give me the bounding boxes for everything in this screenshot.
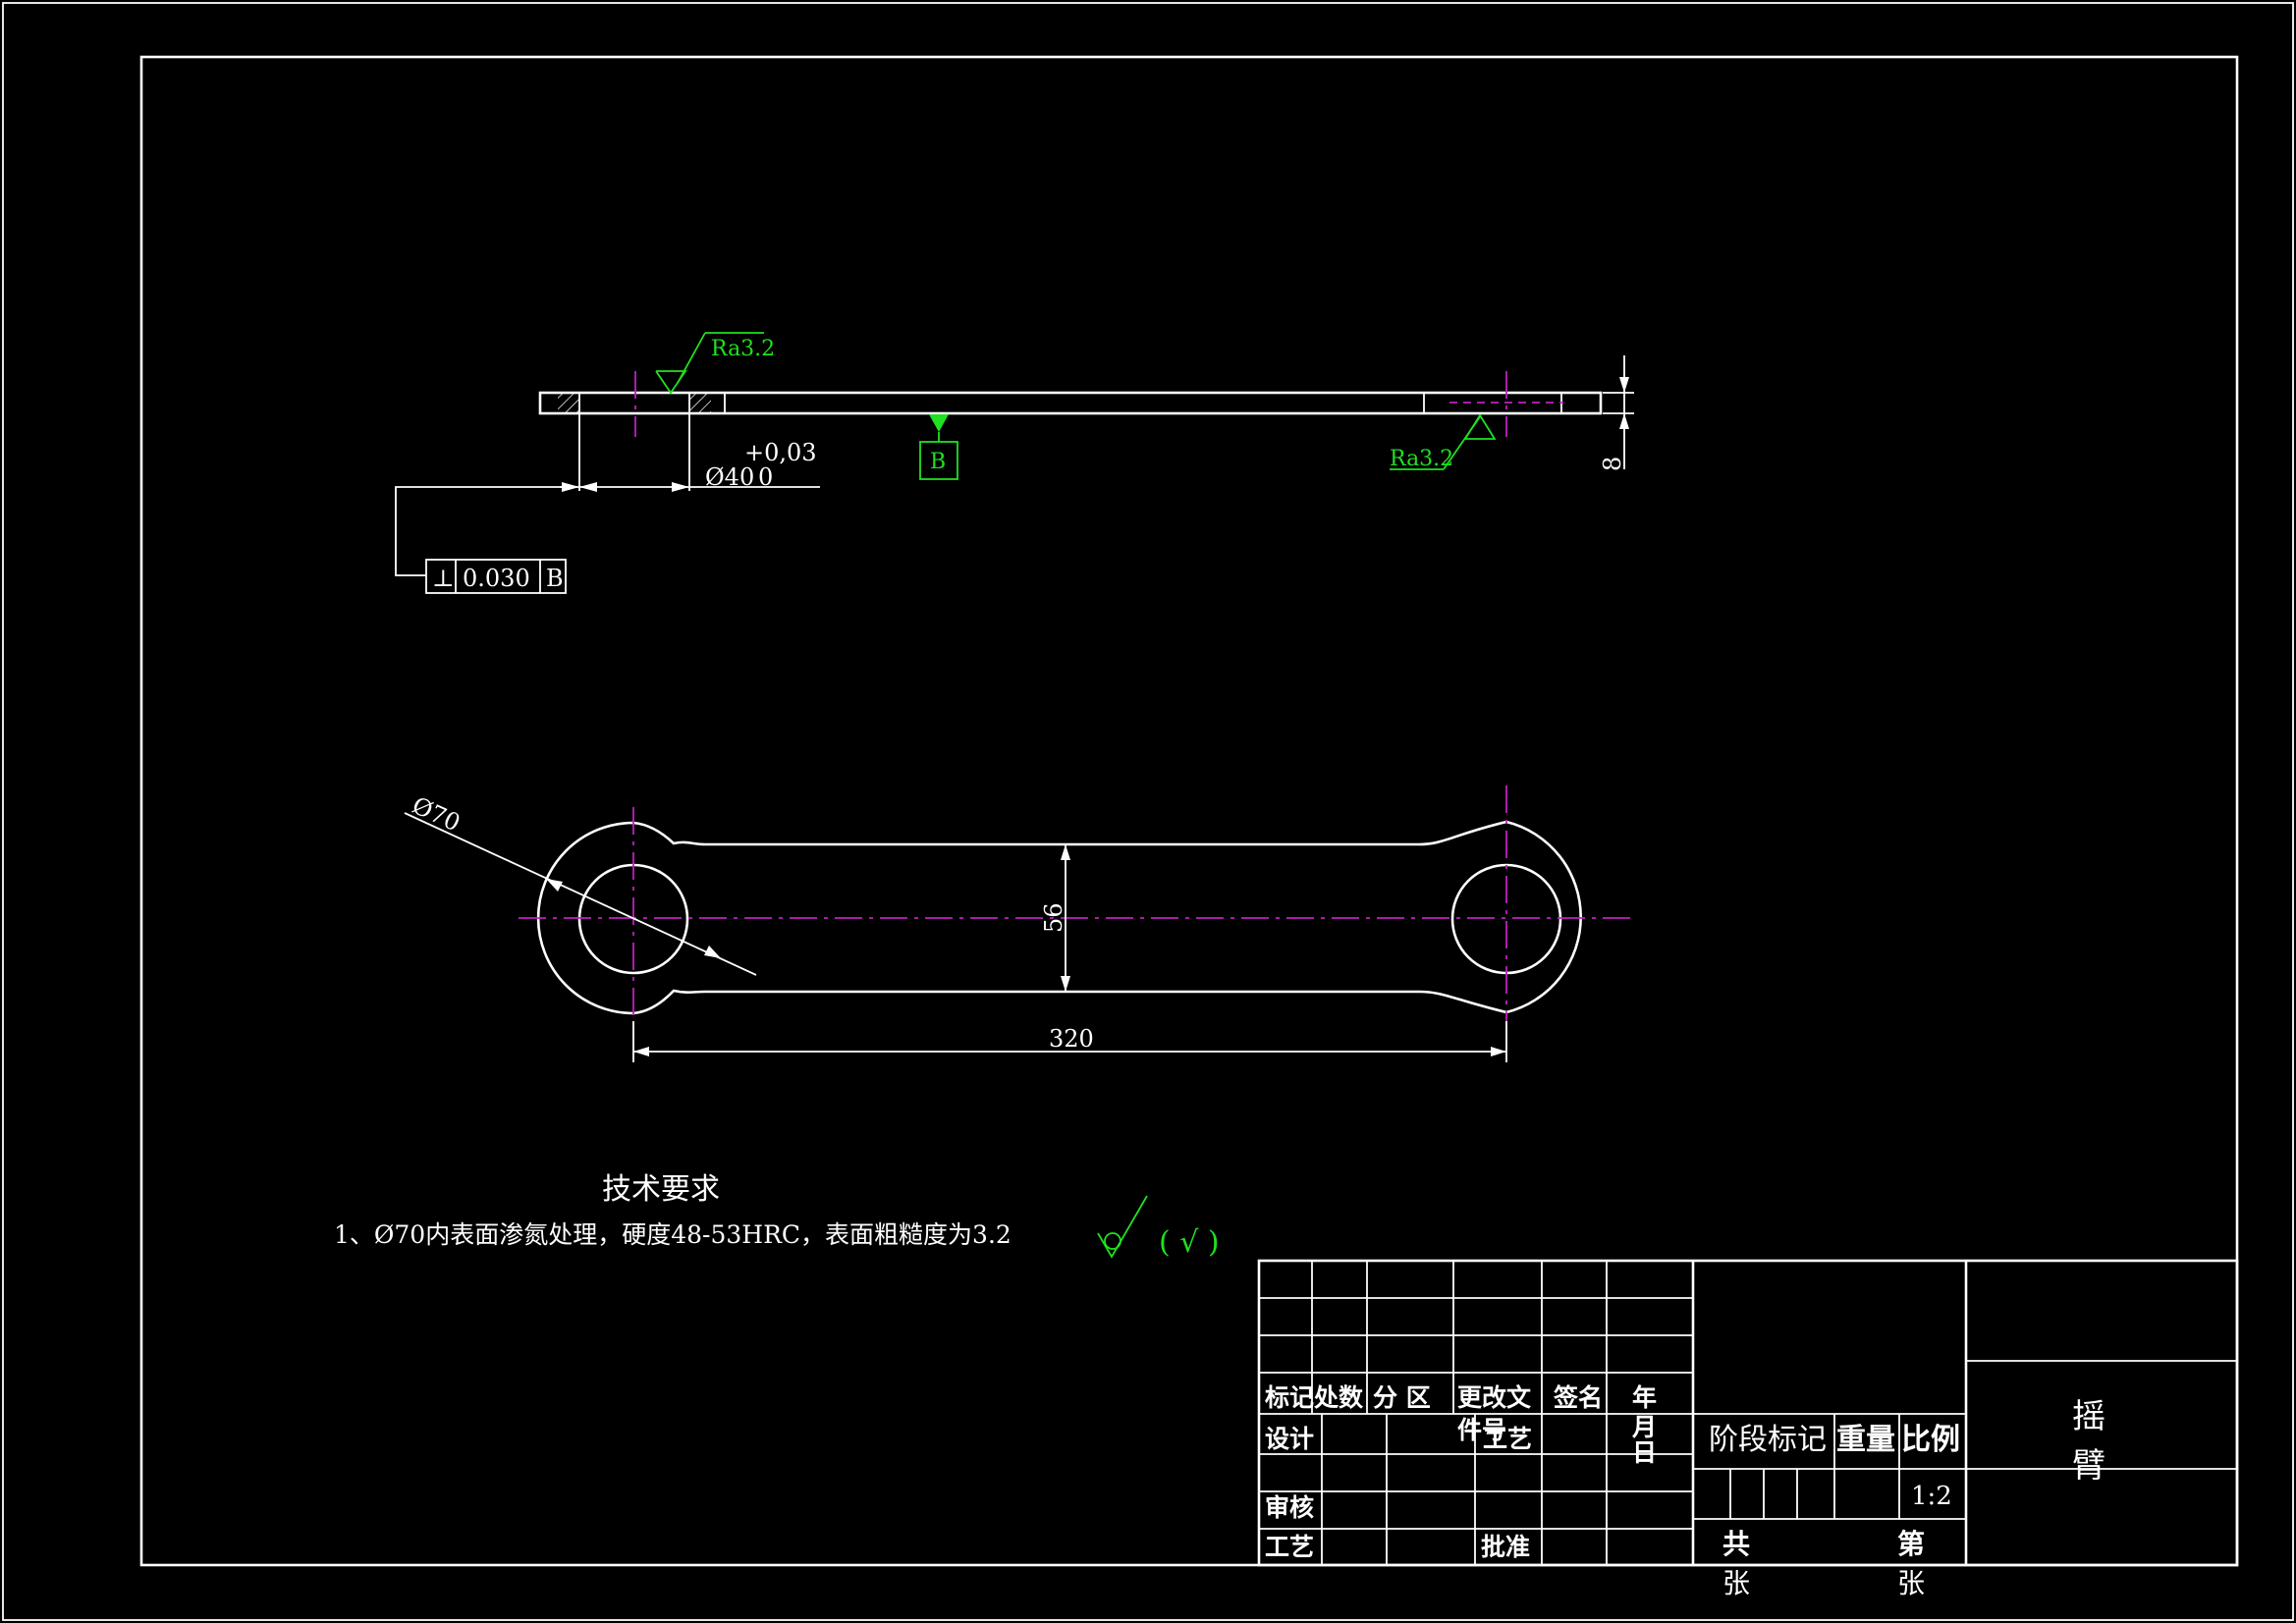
width-dim-label: 56 [1040, 902, 1067, 933]
top-view: +0,03 Ø40 0 ⊥ 0.030 B Ra3.2 B [395, 332, 1634, 594]
inner-frame [139, 55, 2239, 1567]
tb-chushu: 处数 [1313, 1383, 1364, 1412]
tb-jianhao: 件号 [1457, 1416, 1506, 1444]
tb-di: 第 [1897, 1528, 1925, 1560]
geo-tolerance-datum: B [546, 565, 564, 592]
tb-yue: 月 [1631, 1413, 1657, 1441]
hatch-left [558, 394, 579, 412]
tolerance-upper: +0,03 [744, 439, 817, 466]
roughness-right-label: Ra3.2 [1390, 447, 1453, 471]
tech-requirements-title: 技术要求 [602, 1172, 720, 1207]
length-dim-label: 320 [1049, 1025, 1094, 1053]
hatch-right [689, 394, 711, 412]
title-block: 标记 处数 分 区 更改文 件号 签名 年 月 日 设计 工艺 审核 工艺 批准… [1257, 1259, 2239, 1599]
thickness-dim-label: 8 [1599, 457, 1626, 471]
tb-gongyi: 工艺 [1265, 1533, 1314, 1561]
roughness-symbol-general: ( √ ) [1097, 1195, 1220, 1260]
tb-zhang-1: 张 [1722, 1567, 1750, 1599]
tb-jieduan: 阶段标记 [1709, 1423, 1827, 1457]
tb-bili: 比例 [1901, 1423, 1960, 1457]
tb-fenqu: 分 区 [1373, 1383, 1431, 1412]
roughness-left: Ra3.2 [655, 332, 775, 395]
roughness-right: Ra3.2 [1390, 413, 1497, 471]
tb-genggai: 更改文 [1457, 1383, 1532, 1412]
tb-shenhe: 审核 [1265, 1493, 1314, 1522]
roughness-left-label: Ra3.2 [711, 337, 775, 361]
datum-b: B [919, 414, 958, 480]
geo-tolerance-value: 0.030 [463, 565, 530, 592]
diameter-70-label: Ø70 [408, 791, 464, 837]
part-name-2: 臂 [2072, 1446, 2105, 1486]
tolerance-lower: 0 [758, 463, 773, 491]
front-view: Ø70 56 320 [404, 785, 1630, 1062]
tb-scale: 1:2 [1911, 1482, 1952, 1511]
tb-zhongliang: 重量 [1836, 1423, 1895, 1457]
geo-tolerance-frame: ⊥ 0.030 B [425, 559, 567, 594]
tb-pizhun: 批准 [1481, 1533, 1530, 1561]
datum-b-label: B [930, 450, 946, 474]
part-name-1: 摇 [2072, 1397, 2105, 1436]
tb-ri: 日 [1632, 1438, 1657, 1467]
general-roughness-label: ( √ ) [1159, 1225, 1220, 1260]
tb-gongyi-top: 工艺 [1483, 1425, 1532, 1453]
bar-outline [538, 391, 1603, 415]
tb-zhang-2: 张 [1897, 1567, 1925, 1599]
tb-sheji: 设计 [1265, 1425, 1314, 1453]
tb-gong: 共 [1722, 1528, 1750, 1560]
tech-requirements: 技术要求 1、Ø70内表面渗氮处理，硬度48-53HRC，表面粗糙度为3.2 (… [334, 1172, 1220, 1260]
thickness-dimension: 8 [1599, 355, 1634, 471]
diameter-40-label: Ø40 [705, 463, 754, 491]
tb-qianming: 签名 [1553, 1383, 1603, 1412]
tech-requirement-item-1: 1、Ø70内表面渗氮处理，硬度48-53HRC，表面粗糙度为3.2 [334, 1220, 1011, 1249]
perpendicularity-symbol: ⊥ [432, 565, 455, 592]
tb-nian: 年 [1632, 1383, 1657, 1412]
tb-biaoji: 标记 [1265, 1383, 1314, 1412]
